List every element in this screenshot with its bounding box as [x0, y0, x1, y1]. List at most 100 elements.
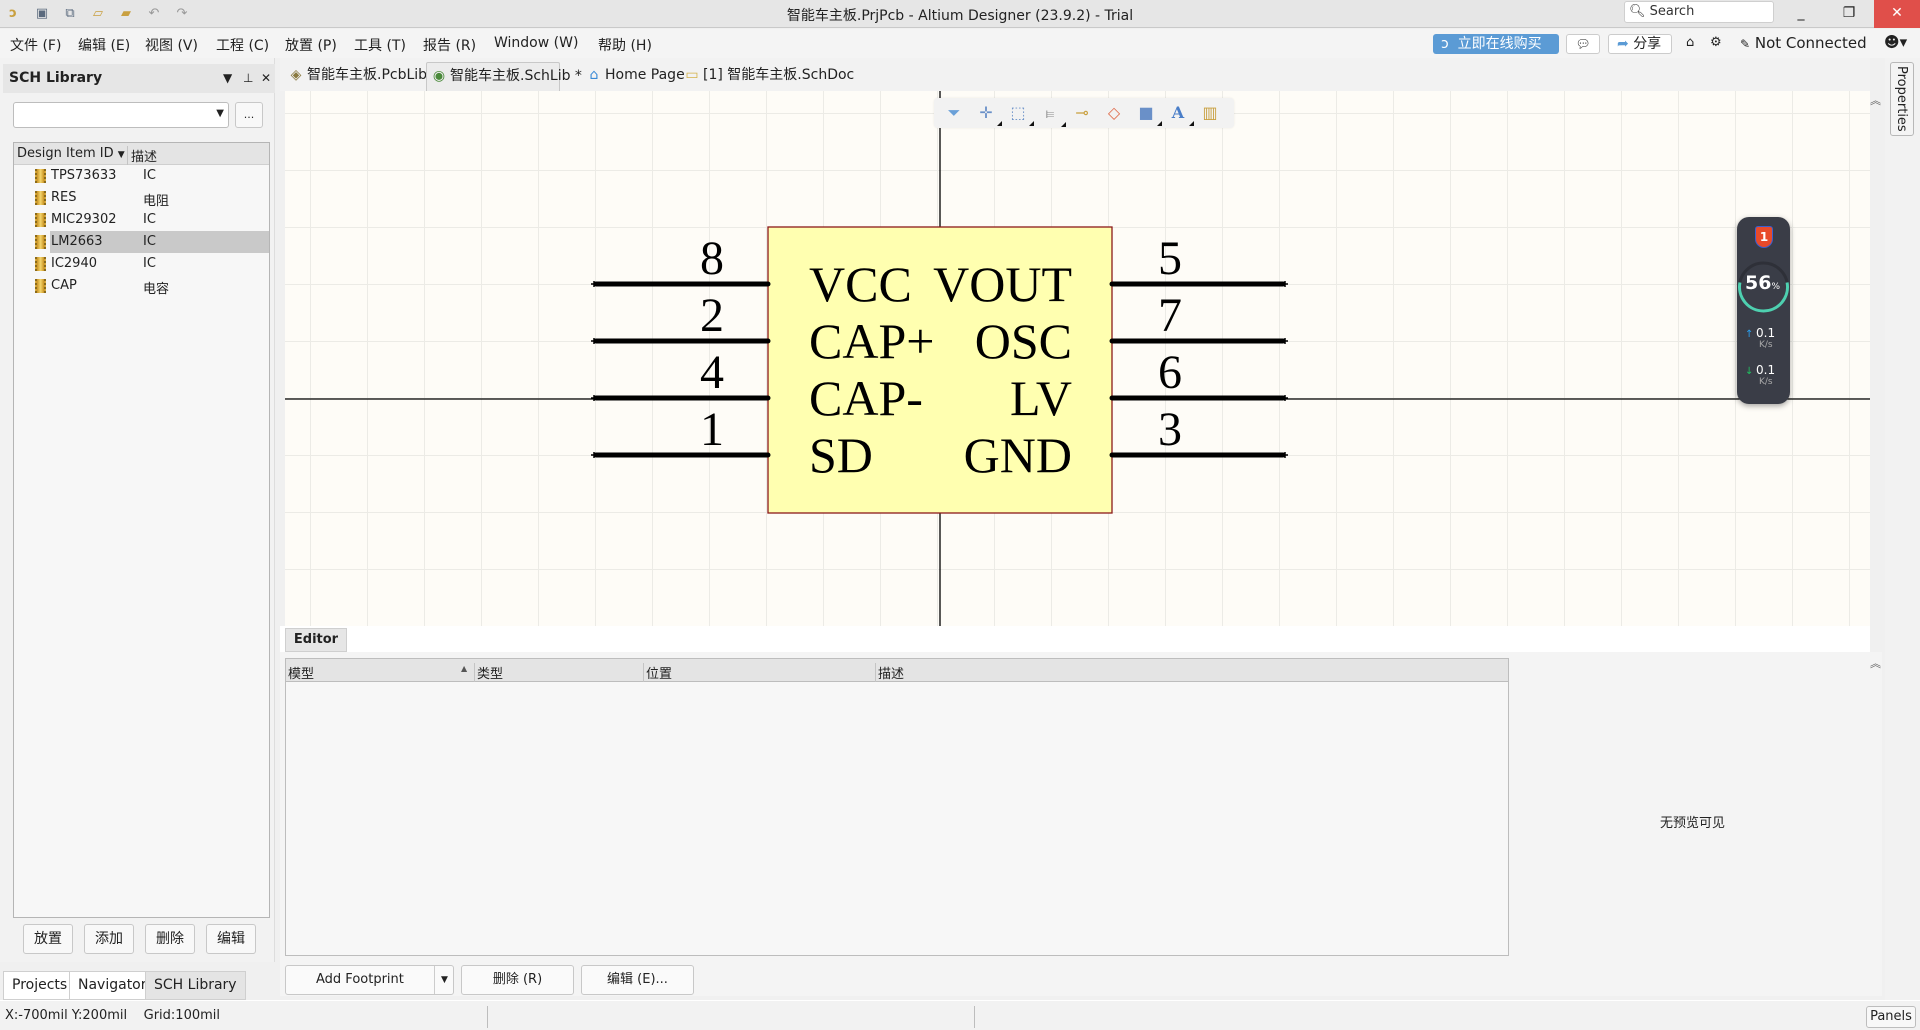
filter-icon[interactable]: ⏷	[947, 103, 961, 122]
menu-help[interactable]: 帮助 (H)	[598, 38, 652, 54]
redo-icon[interactable]: ↷	[176, 5, 188, 21]
collapse-up-icon[interactable]: ︽	[1870, 94, 1881, 107]
connection-label: Not Connected	[1754, 34, 1867, 52]
cursor-coordinates: X:-700mil Y:200mil	[5, 1008, 128, 1023]
menu-window[interactable]: Window (W)	[494, 35, 579, 51]
menu-file[interactable]: 文件 (F)	[10, 38, 62, 54]
open-icon[interactable]: ▱	[93, 5, 103, 21]
minimize-button[interactable]: _	[1797, 5, 1805, 21]
delete-footprint-button[interactable]: 删除 (R)	[461, 965, 574, 995]
tab-schlib[interactable]: ◉智能车主板.SchLib *	[426, 62, 582, 91]
menu-view[interactable]: 视图 (V)	[145, 38, 198, 54]
menu-project[interactable]: 工程 (C)	[216, 38, 270, 54]
pin-hotspot	[1282, 452, 1288, 458]
undo-icon[interactable]: ↶	[148, 5, 160, 21]
panel-menu-icon[interactable]: ▼	[223, 71, 233, 85]
tab-editor[interactable]: Editor	[285, 628, 347, 652]
collapse-up-icon[interactable]: ︽	[1870, 657, 1881, 670]
pin-icon[interactable]: ⊥	[243, 71, 254, 85]
gear-icon[interactable]: ⚙	[1710, 35, 1722, 50]
search-icon: 🔍︎	[1629, 4, 1646, 19]
tab-pcblib[interactable]: ◈智能车主板.PcbLib	[284, 62, 427, 91]
properties-tab[interactable]: Properties	[1890, 62, 1914, 136]
tab-sch-library[interactable]: SCH Library	[145, 971, 246, 1000]
place-shape-icon[interactable]: ◇	[1107, 103, 1121, 122]
status-bar: X:-700mil Y:200mil Grid:100mil Panels	[0, 1000, 1920, 1030]
pin-hotspot	[591, 338, 597, 344]
open-project-icon[interactable]: ▰	[121, 5, 131, 21]
edit-button[interactable]: 编辑	[206, 924, 256, 954]
edit-footprint-button[interactable]: 编辑 (E)...	[581, 965, 694, 995]
tab-label: 智能车主板.PcbLib	[307, 67, 428, 83]
place-pin-icon[interactable]: ⊸	[1075, 103, 1089, 122]
pin-number: 6	[1158, 346, 1182, 399]
cpu-gauge	[1738, 261, 1789, 313]
schdoc-icon: ▭	[685, 67, 699, 83]
buy-online-button[interactable]: ↄ 立即在线购买	[1433, 34, 1559, 54]
menu-edit[interactable]: 编辑 (E)	[78, 38, 131, 54]
menu-place[interactable]: 放置 (P)	[285, 38, 337, 54]
connection-status[interactable]: ✎ Not Connected	[1740, 34, 1867, 52]
column-location[interactable]: 位置	[643, 663, 672, 682]
restore-button[interactable]: ❐	[1842, 5, 1856, 21]
text-icon[interactable]: A	[1168, 103, 1194, 126]
close-panel-icon[interactable]: ✕	[261, 71, 272, 85]
component-icon	[35, 235, 46, 249]
delete-button[interactable]: 删除	[145, 924, 195, 954]
library-row[interactable]: IC2940 IC	[14, 253, 269, 275]
pin-name: CAP-	[809, 370, 923, 426]
tab-navigator[interactable]: Navigator	[69, 971, 156, 1000]
design-item-id: IC2940	[51, 256, 97, 271]
library-filter-combo[interactable]: ▼	[13, 102, 229, 128]
tab-projects[interactable]: Projects	[3, 971, 77, 1000]
table-header: Design Item ID ▼ 描述	[14, 143, 269, 165]
save-all-icon[interactable]: ⧉	[65, 5, 75, 21]
no-preview-message: 无预览可见	[1660, 816, 1726, 831]
menu-tools[interactable]: 工具 (T)	[354, 38, 406, 54]
column-type[interactable]: 类型	[474, 663, 503, 682]
share-button[interactable]: ➦ 分享	[1608, 34, 1672, 54]
design-item-description: IC	[143, 256, 156, 271]
chevron-down-icon[interactable]: ▼	[434, 966, 454, 994]
menu-reports[interactable]: 报告 (R)	[423, 38, 477, 54]
component-icon[interactable]: ▥	[1202, 103, 1218, 122]
pin-hotspot	[591, 281, 597, 287]
move-icon[interactable]: ✛	[976, 103, 1002, 126]
tab-home-page[interactable]: ⌂Home Page	[582, 62, 685, 91]
cpu-readout: 56%	[1745, 272, 1780, 294]
save-icon[interactable]: ▣	[35, 5, 49, 21]
pin-number: 5	[1158, 232, 1182, 285]
pin-name: LV	[1010, 370, 1072, 426]
more-options-button[interactable]: ...	[235, 102, 263, 128]
column-description[interactable]: 描述	[875, 663, 904, 682]
panels-button[interactable]: Panels	[1866, 1006, 1916, 1028]
network-monitor-widget[interactable]: 1 56% ↑ 0.1 K/s ↓ 0.1 K/s	[1737, 217, 1790, 404]
close-button[interactable]: ✕	[1874, 0, 1920, 28]
add-footprint-button[interactable]: Add Footprint ▼	[285, 965, 454, 995]
rectangle-icon[interactable]: ■	[1136, 103, 1162, 126]
user-account-icon[interactable]: ☻▾	[1884, 33, 1908, 51]
tab-schdoc[interactable]: ▭[1] 智能车主板.SchDoc	[680, 62, 854, 91]
column-model[interactable]: 模型	[288, 667, 315, 682]
column-description[interactable]: 描述	[127, 146, 157, 165]
right-panel-strip	[1885, 58, 1920, 1004]
add-button[interactable]: 添加	[84, 924, 134, 954]
feedback-button[interactable]: 💬︎	[1566, 34, 1600, 54]
column-design-item-id[interactable]: Design Item ID ▼	[17, 146, 125, 161]
search-input[interactable]: 🔍︎ Search	[1624, 1, 1774, 23]
place-button[interactable]: 放置	[23, 924, 73, 954]
design-item-description: 电阻	[143, 194, 170, 209]
panel-title: SCH Library	[9, 70, 103, 86]
select-icon[interactable]: ⬚	[1008, 103, 1034, 126]
align-icon[interactable]: ⫢	[1040, 103, 1066, 127]
share-icon: ➦	[1617, 36, 1629, 52]
add-footprint-label: Add Footprint	[316, 972, 404, 987]
home-icon[interactable]: ⌂	[1686, 35, 1695, 50]
